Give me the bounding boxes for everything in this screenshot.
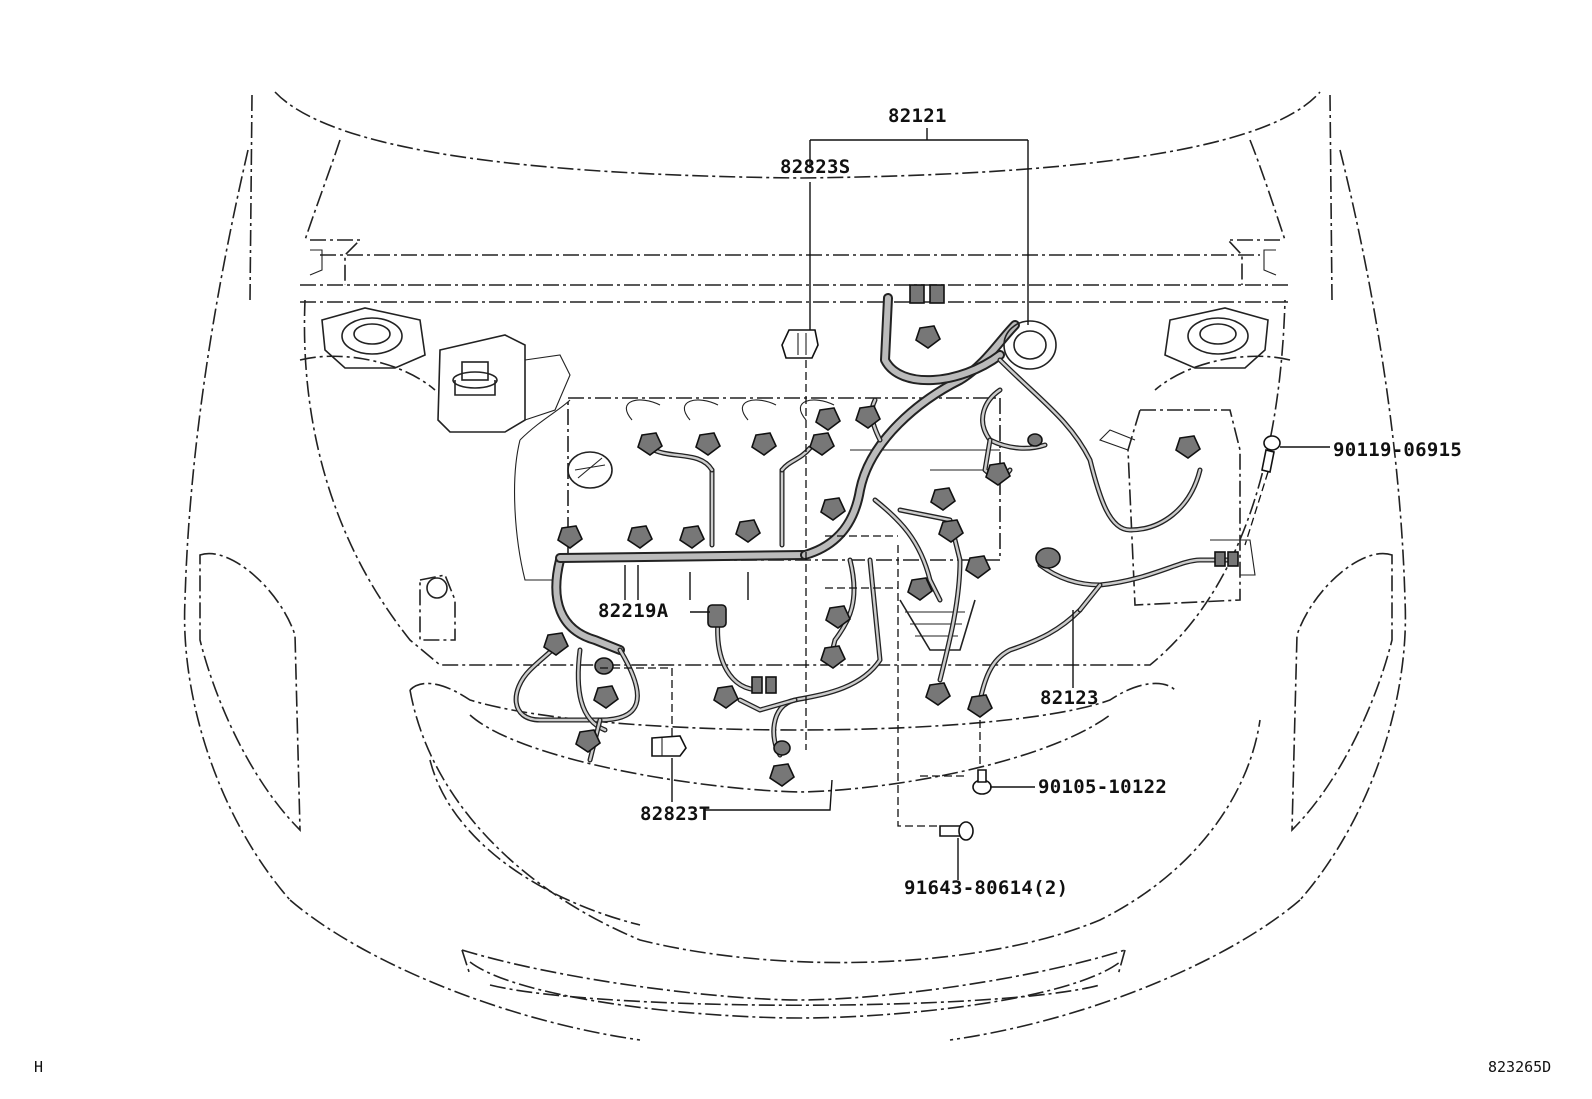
label-82121: 82121 [888,105,947,127]
fasteners [651,329,1281,841]
harness-connectors [543,284,1239,787]
label-82123: 82123 [1040,687,1099,709]
strut-tower-right [1164,307,1269,369]
harness-grommet [1003,320,1057,370]
label-82823t: 82823T [640,803,710,825]
label-90105-10122: 90105-10122 [1038,776,1167,798]
label-82823s: 82823S [780,156,850,178]
battery-terminal-82123 [1035,547,1061,569]
strut-tower-left [321,307,426,369]
corner-mark-h: H [34,1058,43,1076]
brake-reservoir [437,334,571,433]
callout-labels: 82121 82823S 82219A 82823T 82123 90119-0… [598,105,1462,899]
clamp-82823t-part [651,735,687,757]
radiator-support [300,239,1290,369]
leader-lines [600,128,1330,880]
clamp-82823s-part [781,329,819,359]
engine-components [419,334,1256,651]
washer-reservoir [419,574,456,641]
bolt-91643-part [939,821,974,841]
label-90119-06915: 90119-06915 [1333,439,1462,461]
vehicle-body-outline [183,91,1407,1041]
bolt-90105-part [972,769,992,795]
wire-82123-cable [977,547,1233,703]
battery-area [1098,409,1256,606]
label-82219a: 82219A [598,600,669,622]
figure-id: 823265D [1488,1058,1551,1076]
bolt-90119-part [1261,435,1281,473]
exhaust-flex [899,599,976,651]
label-91643-80614: 91643-80614(2) [904,877,1068,899]
